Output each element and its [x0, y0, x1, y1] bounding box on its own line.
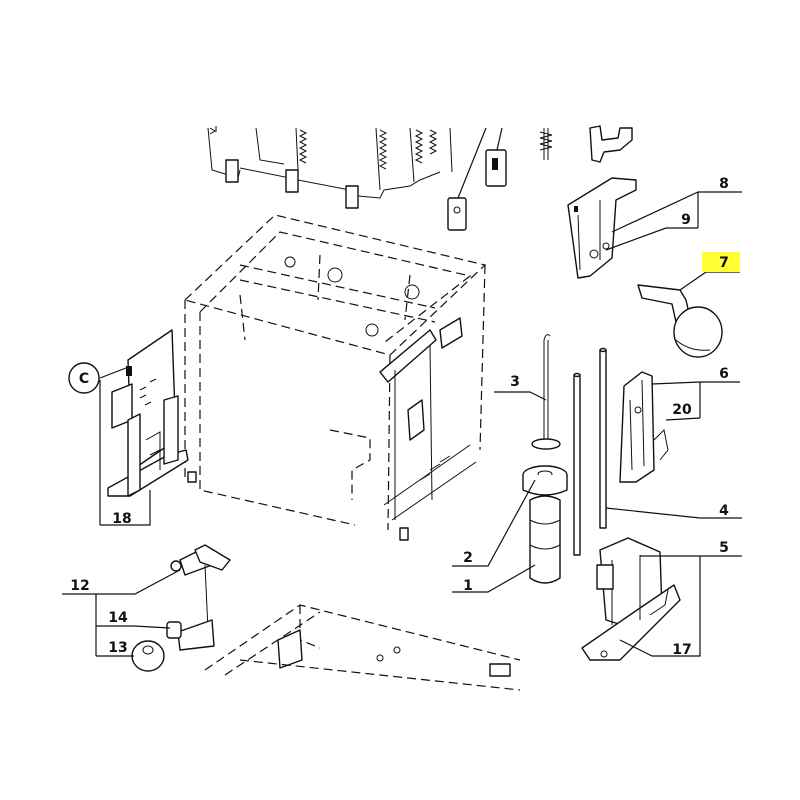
callout-12: 12	[70, 578, 89, 594]
trip-arm-assembly	[131, 544, 231, 672]
left-panel-assembly	[107, 329, 189, 497]
callout-17: 17	[672, 642, 691, 658]
callout-14: 14	[108, 610, 128, 626]
part-5-17-base-block	[581, 537, 681, 661]
callout-7: 7	[719, 255, 729, 271]
part-3-hook-rod	[531, 334, 561, 450]
callout-labels: 8 9 7 6 20 3 4 5 17 2 1 18 12 14 13 C	[68, 176, 740, 658]
callout-8: 8	[719, 176, 729, 192]
part-4-rods	[573, 347, 607, 556]
callout-4: 4	[719, 503, 729, 519]
leader-lines	[62, 127, 742, 657]
callout-6: 6	[719, 366, 729, 382]
small-connectors	[447, 125, 633, 231]
callout-9: 9	[681, 212, 691, 228]
callout-1: 1	[463, 578, 473, 594]
callout-2: 2	[463, 550, 473, 566]
callout-3: 3	[510, 374, 520, 390]
part-7-handle	[637, 284, 723, 358]
callout-20: 20	[672, 402, 692, 418]
part-1-2-cylinder	[522, 465, 568, 584]
callout-13: 13	[108, 640, 127, 656]
part-6-latch	[619, 371, 669, 483]
base-plate	[204, 604, 521, 691]
callout-18: 18	[112, 511, 131, 527]
callout-c: C	[79, 371, 89, 387]
part-8-9-bracket	[567, 177, 637, 279]
highlight-box	[702, 252, 740, 272]
callout-c-circle	[68, 362, 100, 394]
top-contact-plates	[207, 126, 453, 209]
main-chassis	[183, 214, 487, 541]
callout-5: 5	[719, 540, 729, 556]
